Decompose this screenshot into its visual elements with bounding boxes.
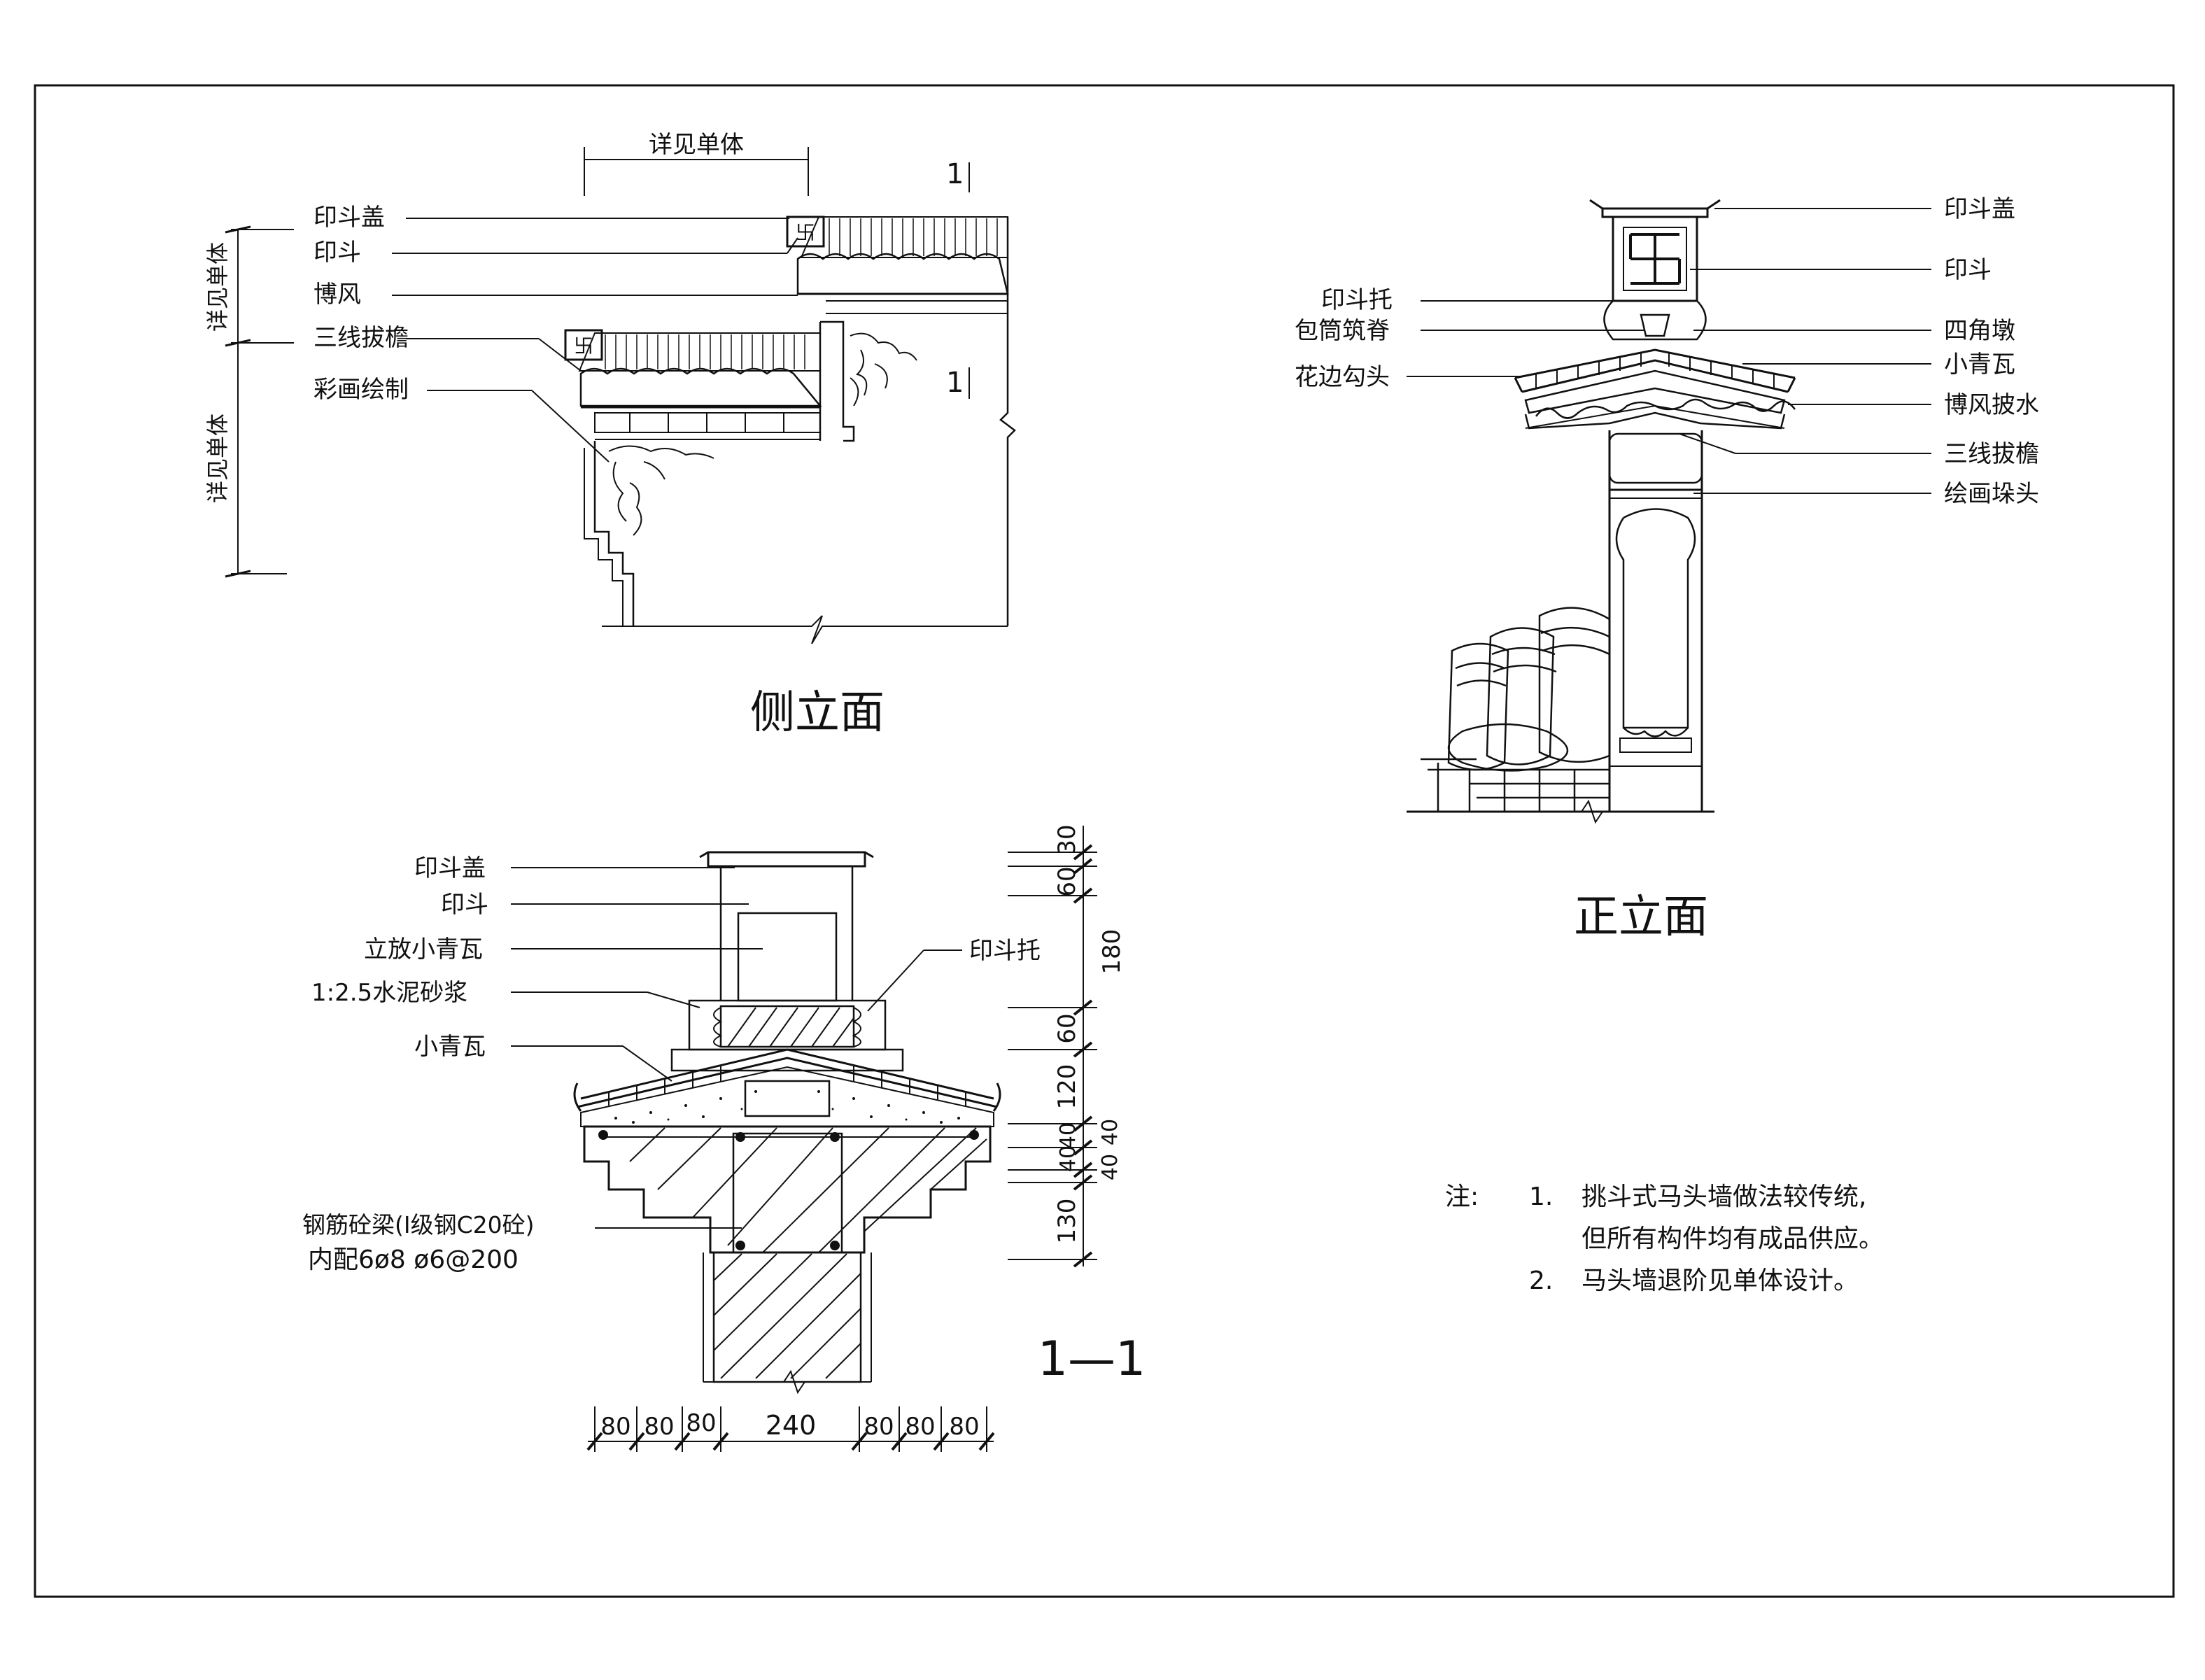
dim-h-240: 240 (766, 1410, 817, 1441)
front-elevation: 印斗托 包筒筑脊 花边勾头 印斗盖 印斗 四角墩 小青瓦 博风披水 三线拔檐 绘… (1295, 195, 2039, 943)
sec-beam-note-line1: 钢筋砼梁(I级钢C20砼) (302, 1211, 535, 1238)
dim-v-120: 120 (1053, 1064, 1081, 1110)
dim-v-40d: 40 (1098, 1154, 1122, 1180)
front-callout-yindoutuo: 印斗托 (1321, 286, 1393, 314)
front-callout-huabiangoutou: 花边勾头 (1295, 363, 1390, 391)
front-callout-sanxianbayan: 三线拔檐 (1944, 440, 2039, 468)
dim-v-40b: 40 (1056, 1145, 1080, 1172)
side-dim-left-upper: 详见单体 (204, 242, 231, 332)
front-callout-yindougai: 印斗盖 (1944, 195, 2015, 223)
side-callout-sanxianbayan: 三线拔檐 (314, 324, 409, 352)
sec-beam-note-line2: 内配6ø8 ø6@200 (308, 1245, 519, 1274)
dim-h-80c: 80 (686, 1409, 716, 1437)
side-elevation-title: 侧立面 (750, 687, 885, 739)
side-callout-yindougai: 印斗盖 (314, 204, 385, 232)
notes-block: 注: 1. 挑斗式马头墙做法较传统, 但所有构件均有成品供应。 2. 马头墙退阶… (1445, 1183, 1884, 1295)
front-callout-yindou: 印斗 (1944, 256, 1992, 284)
front-callout-baotongzhuji: 包筒筑脊 (1295, 317, 1390, 345)
section-1-1: 30 60 180 60 120 40 40 40 40 130 80 80 8… (302, 824, 1146, 1452)
front-callout-bofengpishui: 博风披水 (1944, 391, 2039, 419)
dim-v-40c: 40 (1098, 1119, 1122, 1145)
svg-text:卐: 卐 (574, 334, 593, 358)
dim-h-80b: 80 (644, 1413, 674, 1441)
side-dim-top: 详见单体 (649, 131, 744, 159)
dim-v-60a: 60 (1053, 866, 1081, 896)
dim-v-60b: 60 (1053, 1013, 1081, 1043)
side-section-mark-bottom: 1 (946, 367, 964, 399)
sec-callout-shuinishajiang: 1:2.5水泥砂浆 (311, 979, 467, 1007)
sec-callout-xiaoqingwa: 小青瓦 (414, 1033, 486, 1061)
front-callout-sijiaodun: 四角墩 (1944, 317, 2015, 345)
mortar-stipple (614, 1090, 960, 1124)
dim-h-80d: 80 (864, 1413, 894, 1441)
note-1-line-2: 但所有构件均有成品供应。 (1581, 1224, 1884, 1253)
front-callout-xiaoqingwa: 小青瓦 (1944, 351, 2015, 379)
front-side-tiles (1421, 607, 1611, 812)
painted-foliage-decoration (608, 332, 917, 536)
dim-v-30: 30 (1053, 824, 1081, 854)
note-2-line-1: 马头墙退阶见单体设计。 (1581, 1266, 1859, 1295)
side-callout-bofeng: 博风 (314, 281, 361, 309)
dim-v-180: 180 (1098, 929, 1126, 975)
dim-v-40a: 40 (1056, 1122, 1080, 1149)
notes-label: 注: (1445, 1183, 1479, 1211)
sec-callout-yindougai: 印斗盖 (414, 854, 486, 882)
sheet-border (34, 84, 2175, 1598)
side-callout-caihua: 彩画绘制 (314, 376, 409, 404)
side-callout-yindou: 印斗 (314, 239, 361, 267)
sec-callout-yindoutuo: 印斗托 (969, 937, 1041, 965)
dim-h-80f: 80 (949, 1413, 979, 1441)
side-dim-left-lower: 详见单体 (204, 414, 231, 503)
sec-callout-yindou: 印斗 (441, 891, 488, 919)
dim-h-80a: 80 (600, 1413, 630, 1441)
section-1-1-title: 1—1 (1038, 1332, 1146, 1387)
side-section-mark-top: 1 (946, 158, 964, 190)
front-elevation-title: 正立面 (1574, 891, 1708, 943)
note-2-number: 2. (1529, 1266, 1553, 1295)
dim-h-80e: 80 (905, 1413, 935, 1441)
note-1-line-1: 挑斗式马头墙做法较传统, (1581, 1183, 1866, 1211)
side-elevation: 详见单体 详见单体 详见单体 1 1 卐 (204, 131, 1016, 739)
sec-callout-lifangxiaoqingwa: 立放小青瓦 (364, 936, 483, 963)
note-1-number: 1. (1529, 1183, 1553, 1211)
dim-v-130: 130 (1053, 1199, 1081, 1244)
beam-hatching (629, 1127, 987, 1253)
front-callout-huihuaduotou: 绘画垛头 (1944, 480, 2039, 508)
